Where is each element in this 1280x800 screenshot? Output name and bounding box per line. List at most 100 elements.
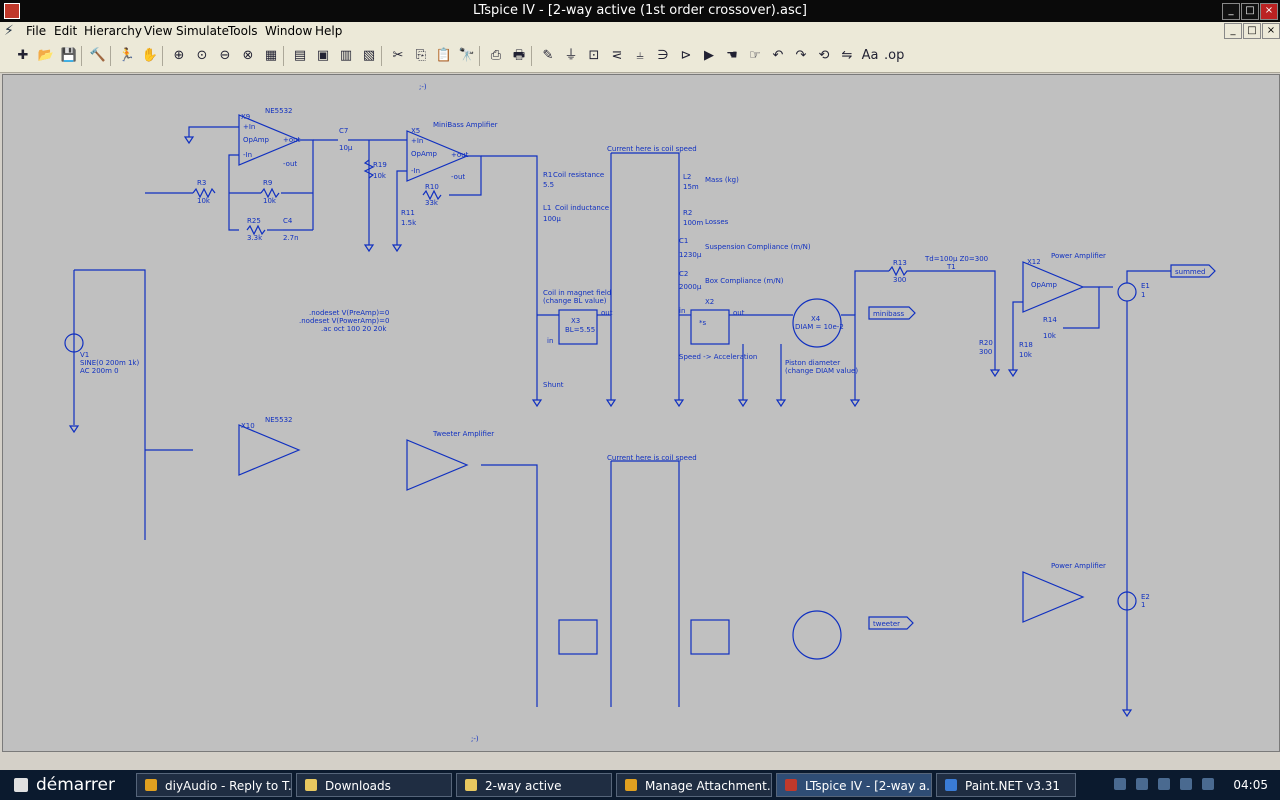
volume-icon[interactable] <box>1202 778 1214 790</box>
canvas-marker-bottom: ;-) <box>471 735 479 743</box>
capacitor-icon[interactable]: ⫨ <box>636 48 644 63</box>
amp-x5-pin-inn: -In <box>411 167 420 175</box>
drag-icon[interactable]: ☞ <box>749 48 761 63</box>
preamp-pin-inn: -In <box>243 151 252 159</box>
menu-edit[interactable]: Edit <box>54 24 78 38</box>
part-e1-ref: E1 <box>1141 282 1150 290</box>
mirror-icon[interactable]: ⇋ <box>841 48 853 63</box>
tile-icon[interactable]: ▣ <box>316 48 330 63</box>
diode-icon[interactable]: ⊳ <box>680 48 692 63</box>
grid-icon[interactable]: ▤ <box>293 48 307 63</box>
mdi-close-button[interactable]: × <box>1262 23 1280 39</box>
move-icon[interactable]: ☚ <box>726 48 738 63</box>
save-icon[interactable]: 💾 <box>60 48 78 63</box>
maximize-button[interactable]: □ <box>1241 3 1259 20</box>
inductor-icon[interactable]: ∋ <box>657 48 669 63</box>
part-c1-ref: C1 <box>679 237 688 245</box>
app-menu-icon[interactable]: ⚡ <box>4 23 14 39</box>
tweeter-preamp-model: NE5532 <box>265 416 292 424</box>
toolbar-separator <box>81 46 82 66</box>
task-paintnet[interactable]: Paint.NET v3.31 <box>936 773 1076 797</box>
print-icon[interactable]: 🖶 <box>512 48 526 63</box>
schematic-canvas[interactable]: ;-) ;-) .nodeset V(PreAmp)=0 .nodeset V(… <box>2 74 1280 752</box>
dropbox-icon[interactable] <box>1180 778 1192 790</box>
paintnet-icon <box>945 779 957 791</box>
mdi-minimize-button[interactable]: _ <box>1224 23 1242 39</box>
part-c2-desc: Box Compliance (m/N) <box>705 277 784 285</box>
source-ac: AC 200m 0 <box>80 367 119 375</box>
part-r13-ref: R13 <box>893 259 907 267</box>
ground-icon[interactable]: ⏚ <box>564 48 578 63</box>
tweeter-amp-label: Tweeter Amplifier <box>432 430 494 438</box>
menu-hierarchy[interactable]: Hierarchy <box>84 24 143 38</box>
label-icon[interactable]: ⊡ <box>588 48 600 63</box>
piston-sublabel: (change DIAM value) <box>785 367 858 375</box>
run-icon[interactable]: 🏃 <box>118 48 136 63</box>
copy-icon[interactable]: ⎘ <box>415 48 427 63</box>
canvas-marker-top: ;-) <box>419 83 427 91</box>
window-icon[interactable]: ▧ <box>362 48 376 63</box>
part-r13-val: 300 <box>893 276 906 284</box>
preamp-symbol: OpAmp <box>243 136 270 144</box>
part-r11-val: 1.5k <box>401 219 417 227</box>
task-2way-active[interactable]: 2-way active <box>456 773 612 797</box>
menu-tools[interactable]: Tools <box>228 24 258 38</box>
rotate-icon[interactable]: ⟲ <box>818 48 830 63</box>
amp-x5-pin-outp: +out <box>451 151 469 159</box>
preamp-pin-inp: +In <box>243 123 255 131</box>
open-icon[interactable]: 📂 <box>37 48 55 63</box>
redo-icon[interactable]: ↷ <box>795 48 807 63</box>
start-button[interactable]: démarrer <box>2 772 130 798</box>
menu-simulate[interactable]: Simulate <box>176 24 230 38</box>
print-setup-icon[interactable]: ⎙ <box>490 48 502 63</box>
taskbar: démarrer diyAudio - Reply to T... Downlo… <box>0 770 1280 800</box>
part-r19-ref: R19 <box>373 161 387 169</box>
schematic-drawing[interactable]: ;-) ;-) .nodeset V(PreAmp)=0 .nodeset V(… <box>3 75 1279 751</box>
menu-window[interactable]: Window <box>265 24 313 38</box>
piston-label: Piston diameter <box>785 359 840 367</box>
halt-icon[interactable]: ✋ <box>141 48 159 63</box>
part-x4-val: DIAM = 10e-2 <box>795 323 844 331</box>
component-icon[interactable]: ▶ <box>704 48 714 63</box>
zoom-in-icon[interactable]: ⊕ <box>173 48 185 63</box>
spice-directive-line3: .ac oct 100 20 20k <box>321 325 387 333</box>
tray-chevron-icon[interactable] <box>1136 778 1148 790</box>
control-panel-icon[interactable]: 🔨 <box>89 48 107 63</box>
spice-directive-line2: .nodeset V(PowerAmp)=0 <box>299 317 389 325</box>
resistor-icon[interactable]: ⋜ <box>611 48 623 63</box>
menu-help[interactable]: Help <box>315 24 343 38</box>
help-icon[interactable] <box>1114 778 1126 790</box>
net-minibass: minibass <box>873 310 905 318</box>
tweeter-coil-speed-label: Current here is coil speed <box>607 454 697 462</box>
task-manage-attachments[interactable]: Manage Attachment... <box>616 773 772 797</box>
network-icon[interactable] <box>1158 778 1170 790</box>
undo-icon[interactable]: ↶ <box>772 48 784 63</box>
window-title: LTspice IV - [2-way active (1st order cr… <box>473 3 807 18</box>
mdi-restore-button[interactable]: □ <box>1243 23 1261 39</box>
menu-view[interactable]: View <box>144 24 173 38</box>
task-diyaudio[interactable]: diyAudio - Reply to T... <box>136 773 292 797</box>
part-x3-pin-in: in <box>547 337 553 345</box>
cut-icon[interactable]: ✂ <box>392 48 404 63</box>
close-button[interactable]: × <box>1260 3 1278 20</box>
zoom-out-icon[interactable]: ⊖ <box>219 48 231 63</box>
new-schematic-icon[interactable]: ✚ <box>17 48 29 63</box>
autoscale-icon[interactable]: ▦ <box>264 48 278 63</box>
menu-file[interactable]: File <box>26 24 47 38</box>
cascade-icon[interactable]: ▥ <box>339 48 353 63</box>
toolbar-separator <box>479 46 480 66</box>
task-ltspice[interactable]: LTspice IV - [2-way a... <box>776 773 932 797</box>
cancel-zoom-icon[interactable]: ⊗ <box>242 48 254 63</box>
paste-icon[interactable]: 📋 <box>435 48 453 63</box>
text-icon[interactable]: Aa <box>861 48 879 63</box>
part-r10-val: 33k <box>425 199 439 207</box>
zoom-fit-icon[interactable]: ⊙ <box>196 48 208 63</box>
wire-icon[interactable]: ✎ <box>542 48 554 63</box>
part-x3-ref: X3 <box>571 317 580 325</box>
toolbar: ✚ 📂 💾 🔨 🏃 ✋ ⊕ ⊙ ⊖ ⊗ ▦ ▤ ▣ ▥ ▧ ✂ ⎘ 📋 🔭 ⎙ 🖶 ✎ ⏚ ⊡ ⋜ ⫨ ∋ ⊳ ▶ ☚ ☞ ↶ ↷ ⟲ ⇋ Aa .op <box>0 42 1280 73</box>
part-c4-ref: C4 <box>283 217 293 225</box>
minimize-button[interactable]: _ <box>1222 3 1240 20</box>
spice-directive-icon[interactable]: .op <box>884 48 905 63</box>
find-icon[interactable]: 🔭 <box>458 48 476 63</box>
task-downloads[interactable]: Downloads <box>296 773 452 797</box>
